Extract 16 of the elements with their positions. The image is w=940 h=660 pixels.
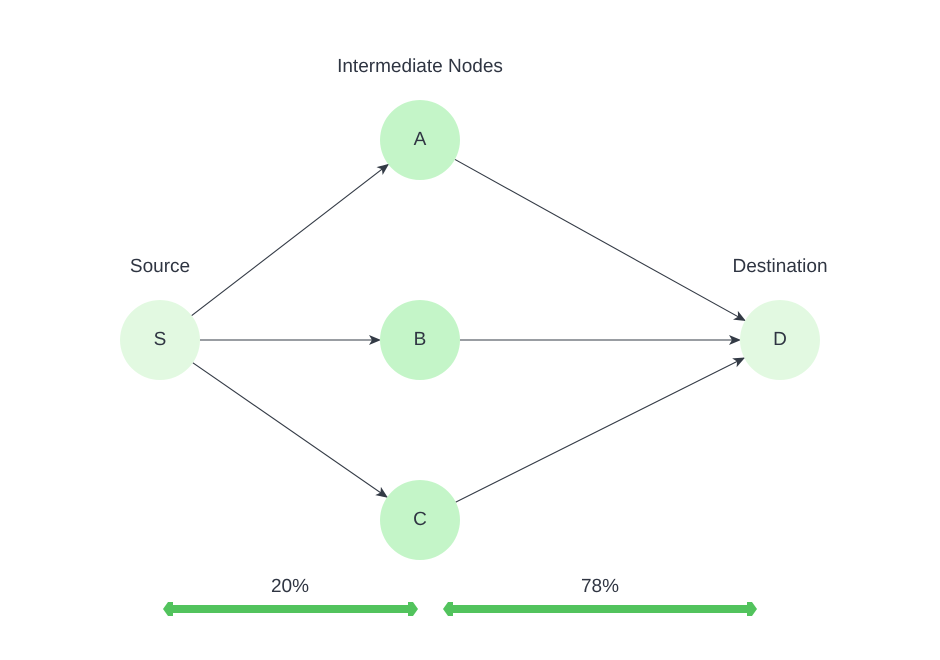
node-label: D [773, 329, 787, 351]
node-label: A [414, 129, 426, 151]
arrow [456, 357, 746, 503]
arrow [191, 164, 390, 316]
arrow [454, 158, 746, 322]
node-caption: Destination [732, 256, 828, 278]
arrow [460, 335, 741, 345]
node-label: S [154, 329, 166, 351]
node-label: C [413, 509, 427, 531]
arrow [200, 335, 381, 345]
node-caption: Source [130, 256, 190, 278]
node-label: B [414, 329, 426, 351]
arrow [192, 362, 388, 498]
node-caption: Intermediate Nodes [337, 56, 503, 78]
percentage-label: 20% [270, 576, 310, 598]
percentage-label: 78% [580, 576, 620, 598]
